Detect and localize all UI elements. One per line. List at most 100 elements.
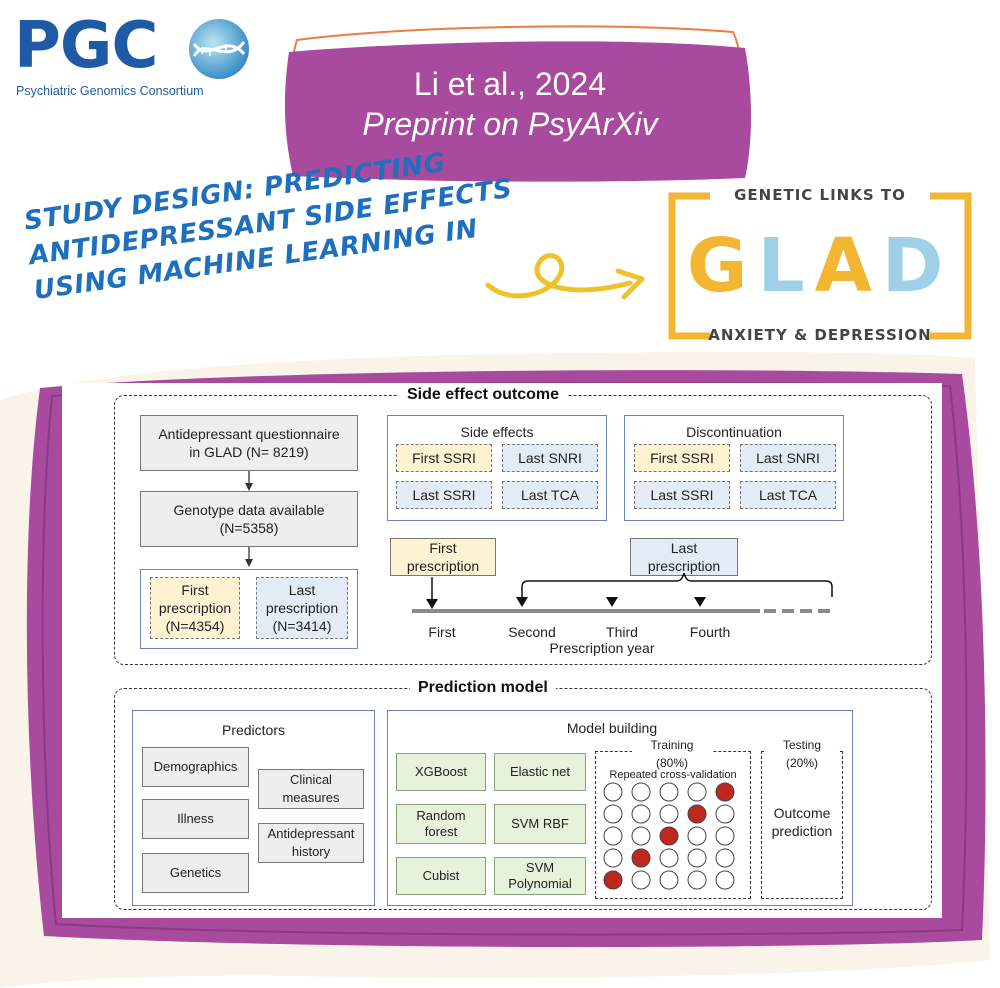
prediction-model-title: Prediction model: [410, 679, 556, 697]
cv-fold-train-circle: [631, 870, 651, 890]
testing-label-line: (20%): [785, 756, 818, 770]
side-effects-first-ssri: First SSRI: [396, 444, 492, 472]
training-label-line: Training: [650, 738, 694, 752]
cv-fold-train-circle: [687, 848, 707, 868]
cv-fold-test-circle: [631, 848, 651, 868]
timeline-first-prescription-label: First prescription: [390, 538, 496, 576]
timeline-last-label-line: Last: [670, 540, 698, 556]
swirl-arrow-icon: [485, 253, 645, 300]
glad-wordmark: GLAD: [660, 226, 980, 306]
outcome-prediction-line: Outcome: [773, 805, 831, 821]
discontinuation-last-tca: Last TCA: [740, 481, 836, 509]
genotype-line: (N=5358): [219, 520, 279, 536]
citation-source: Preprint on PsyArXiv: [362, 106, 658, 142]
flow-arrow-head: [245, 483, 253, 491]
predictor-clinical-measures: Clinical measures: [258, 769, 364, 809]
last-prescription-line: Last: [288, 582, 316, 598]
cv-fold-test-circle: [603, 870, 623, 890]
glad-letter: D: [881, 223, 954, 309]
cv-fold-train-circle: [715, 804, 735, 824]
timeline-last-prescription-label: Last prescription: [630, 538, 738, 576]
prescription-timeline: [412, 573, 833, 613]
cv-fold-train-circle: [603, 848, 623, 868]
timeline-first-label-line: prescription: [406, 558, 480, 574]
cv-fold-train-circle: [715, 848, 735, 868]
genotype-box: Genotype data available (N=5358): [140, 491, 358, 547]
cv-fold-test-circle: [715, 782, 735, 802]
pgc-subtitle: Psychiatric Genomics Consortium: [16, 84, 204, 98]
discontinuation-last-snri: Last SNRI: [740, 444, 836, 472]
predictor-demographics: Demographics: [142, 747, 249, 787]
timeline-second-marker: [516, 597, 528, 607]
predictors-title: Predictors: [221, 722, 286, 738]
glad-bracket-frame: [668, 192, 972, 340]
glad-letter: L: [757, 223, 815, 309]
side-effects-last-tca: Last TCA: [502, 481, 598, 509]
questionnaire-box: Antidepressant questionnaire in GLAD (N=…: [140, 415, 358, 471]
cv-fold-train-circle: [687, 870, 707, 890]
cv-fold-train-circle: [659, 804, 679, 824]
pgc-logo: PGC Psychiatric Genomics Consortium: [14, 14, 264, 104]
cv-fold-test-circle: [659, 826, 679, 846]
cv-fold-train-circle: [659, 870, 679, 890]
side-effects-last-snri: Last SNRI: [502, 444, 598, 472]
citation-banner: [284, 25, 751, 182]
citation-text: Li et al., 2024 Preprint on PsyArXiv: [300, 64, 720, 144]
last-prescription-box: Last prescription (N=3414): [256, 577, 348, 639]
timeline-axis-label: Prescription year: [549, 640, 655, 656]
cv-fold-train-circle: [687, 782, 707, 802]
cv-fold-train-circle: [631, 782, 651, 802]
discontinuation-last-ssri: Last SSRI: [634, 481, 730, 509]
cv-fold-train-circle: [659, 782, 679, 802]
testing-label: Testing (20%): [766, 736, 838, 772]
study-design-headline: Study design: predicting antidepressant …: [22, 138, 514, 309]
glad-logo: GENETIC LINKS TO GLAD ANXIETY & DEPRESSI…: [660, 186, 980, 346]
timeline-last-bracket: [521, 573, 833, 597]
questionnaire-line: in GLAD (N= 8219): [189, 444, 309, 460]
timeline-first-arrow-head: [426, 599, 438, 609]
glad-letter: A: [814, 223, 882, 309]
flow-arrows: [245, 471, 253, 567]
cv-fold-train-circle: [631, 804, 651, 824]
cv-fold-train-circle: [659, 848, 679, 868]
flow-arrow-head: [245, 559, 253, 567]
side-effects-title: Side effects: [460, 424, 534, 440]
model-svm-rbf: SVM RBF: [494, 804, 586, 844]
outcome-prediction-line: prediction: [771, 823, 833, 839]
predictor-genetics: Genetics: [142, 853, 249, 893]
timeline-last-label-line: prescription: [647, 558, 721, 574]
cv-fold-train-circle: [631, 826, 651, 846]
cv-fold-test-circle: [687, 804, 707, 824]
testing-label-line: Testing: [782, 738, 822, 752]
timeline-fourth-marker: [694, 597, 706, 607]
timeline-tick-second: Second: [508, 624, 556, 640]
cv-fold-train-circle: [603, 826, 623, 846]
discontinuation-title: Discontinuation: [686, 424, 782, 440]
side-effects-last-ssri: Last SSRI: [396, 481, 492, 509]
glad-tagline-bottom: ANXIETY & DEPRESSION: [708, 326, 932, 344]
first-prescription-line: First: [181, 582, 209, 598]
cv-fold-train-circle: [687, 826, 707, 846]
cv-fold-train-circle: [603, 782, 623, 802]
training-label-line: (80%): [655, 756, 688, 770]
dna-globe-icon: [189, 19, 249, 79]
cv-label: Repeated cross-validation: [609, 769, 737, 781]
predictor-antidepressant-history: Antidepressant history: [258, 823, 364, 863]
glad-letter: G: [686, 223, 758, 309]
cross-validation-grid: [603, 782, 735, 890]
model-building-title: Model building: [566, 720, 658, 736]
model-random-forest: Random forest: [396, 804, 486, 844]
questionnaire-line: Antidepressant questionnaire: [158, 426, 340, 442]
discontinuation-first-ssri: First SSRI: [634, 444, 730, 472]
cv-fold-train-circle: [715, 826, 735, 846]
model-cubist: Cubist: [396, 857, 486, 895]
citation-authors: Li et al., 2024: [413, 66, 607, 102]
first-prescription-line: prescription: [158, 600, 232, 616]
cv-fold-train-circle: [603, 804, 623, 824]
timeline-tick-third: Third: [606, 624, 638, 640]
study-diagram: Side effect outcome Antidepressant quest…: [62, 383, 942, 918]
timeline-tick-first: First: [428, 624, 456, 640]
model-elastic-net: Elastic net: [494, 753, 586, 791]
glad-tagline-top: GENETIC LINKS TO: [734, 186, 906, 204]
last-prescription-line: prescription: [265, 600, 339, 616]
